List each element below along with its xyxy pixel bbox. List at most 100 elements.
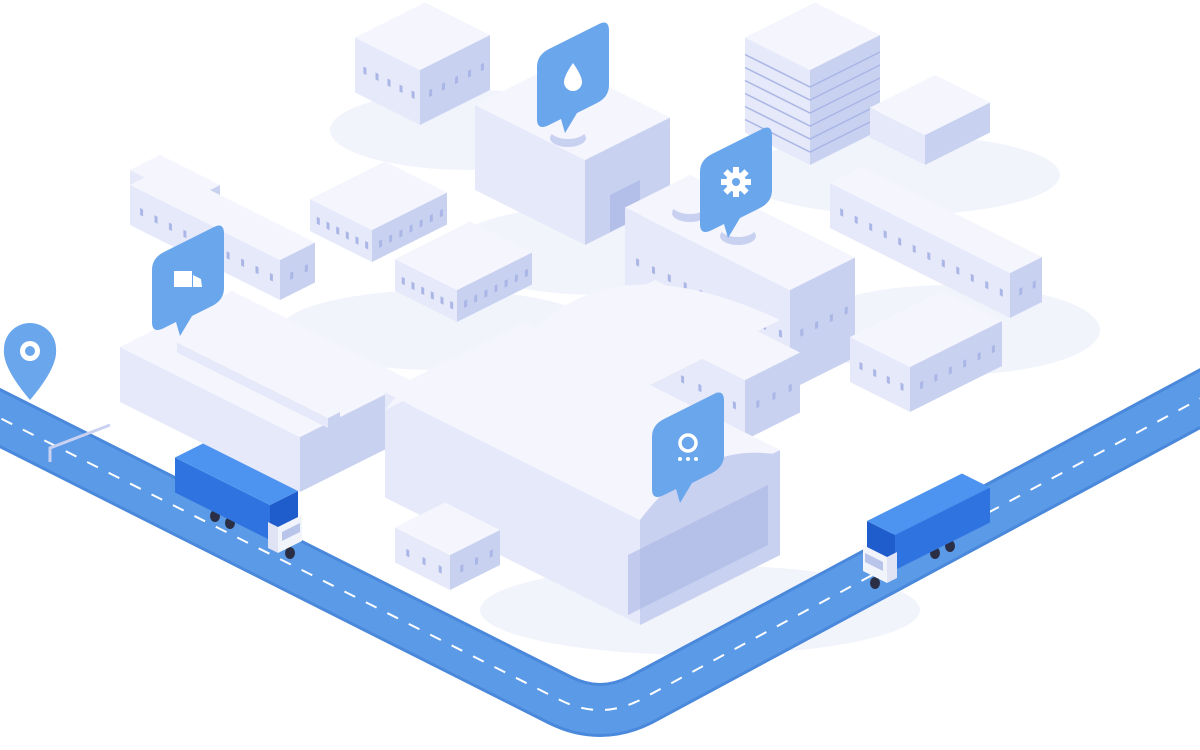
dot bbox=[678, 457, 682, 461]
window bbox=[409, 224, 413, 233]
window bbox=[168, 222, 172, 231]
window bbox=[269, 273, 273, 282]
building-l-right-long-right-face bbox=[1010, 257, 1042, 318]
building-left-warehouse-right-face bbox=[300, 381, 412, 492]
window bbox=[375, 72, 379, 81]
roof-skylight-top-face bbox=[273, 384, 340, 418]
trailer-side bbox=[175, 457, 270, 540]
building-right-low-left-face bbox=[850, 337, 910, 412]
building-mid-1-left-face bbox=[310, 199, 372, 262]
road-center-dashes bbox=[0, 397, 1200, 711]
window bbox=[883, 230, 887, 239]
window bbox=[389, 234, 393, 243]
window bbox=[956, 266, 960, 275]
window bbox=[154, 215, 158, 224]
window bbox=[772, 391, 776, 401]
window bbox=[514, 274, 518, 283]
building-right-low-right-face bbox=[910, 321, 1002, 412]
window bbox=[504, 279, 508, 288]
window bbox=[1032, 280, 1036, 289]
building-water-left-face bbox=[475, 105, 585, 245]
window bbox=[829, 313, 833, 323]
building-small-right bbox=[870, 75, 990, 165]
window bbox=[667, 273, 671, 283]
truck-left bbox=[175, 443, 302, 559]
window bbox=[464, 299, 468, 308]
building-stacked-floors-right-face bbox=[810, 35, 880, 165]
building-left-warehouse-left-face bbox=[120, 347, 300, 492]
truck-bubble-icon bbox=[152, 225, 224, 336]
water-drop-bubble-icon bbox=[537, 22, 609, 133]
window bbox=[800, 328, 804, 337]
building-l-right-long-top-face bbox=[830, 167, 1042, 273]
window bbox=[430, 291, 434, 300]
floor-line bbox=[744, 103, 881, 140]
window bbox=[859, 362, 863, 371]
roof-skylight bbox=[273, 384, 340, 428]
window bbox=[681, 375, 685, 384]
window bbox=[355, 236, 359, 245]
wheel bbox=[870, 577, 880, 589]
building-mid-1-top-face bbox=[310, 161, 447, 230]
window bbox=[316, 216, 320, 226]
truck-glyph-cab bbox=[193, 275, 202, 287]
window bbox=[345, 231, 349, 240]
building-mid-2-top-face bbox=[395, 221, 532, 290]
gear-tooth bbox=[733, 189, 739, 197]
trailer-top bbox=[175, 443, 298, 505]
bubble-shape bbox=[652, 392, 724, 503]
window bbox=[422, 557, 426, 566]
window bbox=[698, 383, 702, 393]
window bbox=[991, 344, 995, 354]
window bbox=[732, 401, 736, 410]
truck-right bbox=[863, 473, 990, 589]
hangar-door bbox=[628, 485, 768, 615]
buildings bbox=[120, 2, 1042, 625]
window bbox=[778, 329, 782, 338]
window bbox=[756, 399, 760, 409]
window bbox=[927, 251, 931, 261]
window bbox=[455, 75, 458, 85]
dot bbox=[694, 457, 698, 461]
location-bubble-icon bbox=[652, 392, 724, 503]
wheel bbox=[285, 547, 295, 559]
window bbox=[450, 301, 454, 310]
window bbox=[900, 382, 904, 391]
map-pin-icon bbox=[3, 323, 57, 400]
building-l-right-long bbox=[830, 167, 1042, 318]
window bbox=[429, 214, 433, 223]
building-mid-2 bbox=[395, 221, 532, 322]
window bbox=[363, 66, 367, 75]
window bbox=[636, 258, 640, 267]
building-left-warehouse bbox=[120, 291, 412, 492]
window bbox=[255, 265, 259, 275]
floor-line bbox=[744, 64, 881, 101]
window bbox=[873, 368, 877, 378]
window bbox=[844, 306, 848, 315]
trucks bbox=[175, 443, 990, 589]
dot bbox=[686, 457, 690, 461]
building-l-left-long-top-face bbox=[130, 167, 315, 260]
window bbox=[1019, 287, 1023, 296]
pin-center bbox=[25, 346, 35, 356]
window bbox=[898, 237, 902, 246]
floor-line bbox=[744, 90, 881, 127]
window bbox=[406, 548, 410, 558]
window bbox=[336, 226, 340, 235]
info-bubbles bbox=[3, 22, 772, 503]
building-top-left-top-face bbox=[355, 2, 490, 70]
window bbox=[140, 208, 144, 217]
roof-skylight-left-face bbox=[273, 390, 328, 428]
window bbox=[365, 241, 369, 250]
window bbox=[977, 352, 981, 361]
window bbox=[886, 375, 890, 385]
roof-tank bbox=[550, 121, 586, 139]
road bbox=[0, 368, 1200, 737]
building-left-warehouse-top-face bbox=[120, 291, 412, 437]
building-top-left bbox=[355, 2, 490, 125]
window bbox=[304, 264, 308, 273]
window bbox=[948, 366, 952, 375]
location-icon-glyph bbox=[678, 433, 698, 461]
building-l-right-long-left-face bbox=[830, 183, 1010, 318]
